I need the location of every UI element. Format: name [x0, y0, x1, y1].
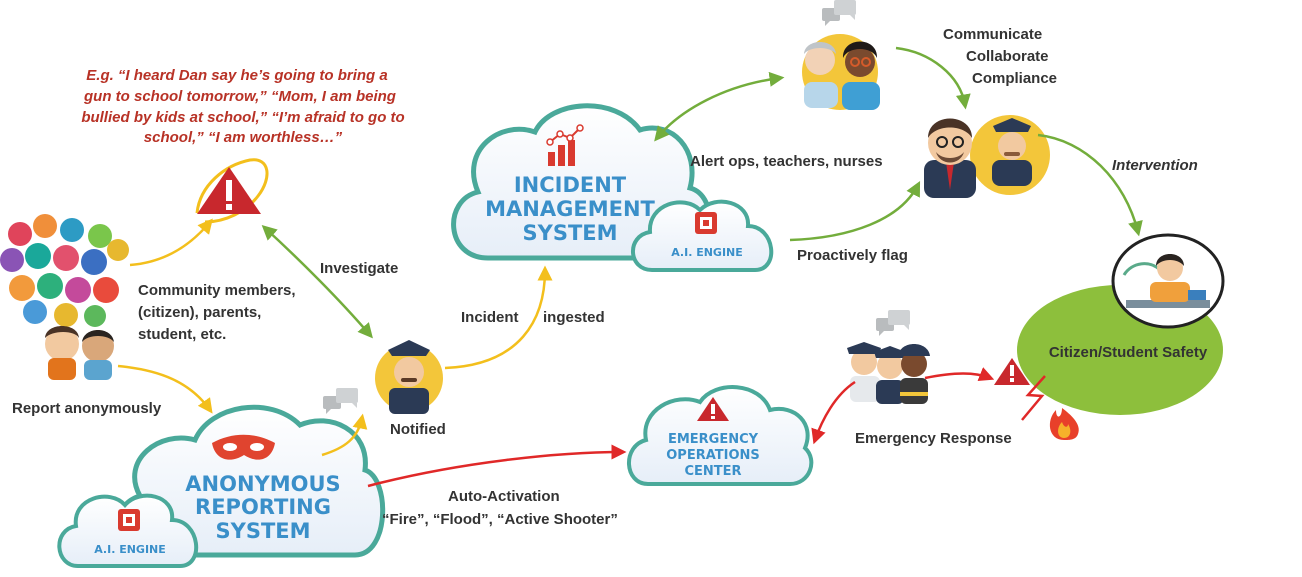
arrow-report-anonymously: [117, 364, 213, 414]
eoc-title-line-2: OPERATIONS: [666, 448, 760, 463]
arrow-ars-to-notified: [321, 413, 368, 457]
ims-ai-engine-label: A.I. ENGINE: [671, 246, 743, 259]
arrow-communicate: [895, 46, 971, 110]
ims-title-line-1: INCIDENT: [514, 173, 627, 197]
communicate-label: Communicate: [943, 26, 1042, 43]
arrow-crowd-to-warning: [129, 218, 213, 267]
mask-icon: [212, 434, 275, 460]
emergency-response-label: Emergency Response: [855, 430, 1012, 447]
arrow-alert-ops: [654, 71, 785, 142]
incident-label: Incident: [461, 309, 519, 326]
ai-chip-icon: [695, 212, 717, 234]
arrow-investigate: [261, 224, 373, 339]
quote-line-3: bullied by kids at school,” “I’m afraid …: [81, 109, 404, 126]
citizen-safety-label: Citizen/Student Safety: [1049, 344, 1208, 361]
ars-title-line-1: ANONYMOUS: [185, 472, 340, 496]
notified-label: Notified: [390, 421, 446, 438]
eoc-title-line-1: EMERGENCY: [668, 432, 759, 447]
anonymous-reporting-system-cloud: ANONYMOUS REPORTING SYSTEM A.I. ENGINE: [57, 404, 386, 568]
warning-triangle-icon: [994, 358, 1030, 385]
arrow-incident-ingested: [444, 265, 553, 370]
chat-bubbles-icon: [876, 310, 910, 336]
bar-chart-icon: [546, 124, 584, 166]
community-label-line-1: Community members,: [138, 282, 296, 299]
student-avatar: [1111, 233, 1225, 329]
citizen-safety-circle: Citizen/Student Safety: [1017, 233, 1225, 415]
warning-triangle-icon: [697, 397, 729, 421]
alert-ops-label: Alert ops, teachers, nurses: [690, 153, 883, 170]
report-anonymously-label: Report anonymously: [12, 400, 162, 417]
intervention-label: Intervention: [1112, 157, 1198, 174]
auto-activation-examples-label: “Fire”, “Flood”, “Active Shooter”: [382, 511, 618, 528]
incident-management-system-cloud: INCIDENT MANAGEMENT SYSTEM A.I. ENGINE: [451, 103, 774, 272]
ars-ai-engine-label: A.I. ENGINE: [94, 543, 166, 556]
police-officer-avatar: [375, 340, 443, 414]
teachers-nurses-avatar: [802, 0, 880, 110]
arrow-responders-to-warning: [924, 367, 995, 382]
ims-title-line-2: MANAGEMENT: [485, 197, 655, 221]
quote-line-1: E.g. “I heard Dan say he’s going to brin…: [86, 67, 387, 84]
community-label-line-3: student, etc.: [138, 326, 226, 343]
proactively-flag-label: Proactively flag: [797, 247, 908, 264]
ai-chip-icon: [118, 509, 140, 531]
ars-title-line-3: SYSTEM: [215, 519, 310, 543]
auto-activation-label: Auto-Activation: [448, 488, 560, 505]
community-crowd-illustration: [0, 214, 129, 380]
warning-triangle-icon: [195, 158, 269, 224]
community-label-line-2: (citizen), parents,: [138, 304, 261, 321]
arrow-auto-activation: [367, 444, 627, 488]
arrow-intervention: [1037, 133, 1143, 237]
principal-officer-avatar: [924, 115, 1050, 198]
compliance-label: Compliance: [972, 70, 1057, 87]
ars-title-line-2: REPORTING: [195, 495, 331, 519]
lightning-icon: [1021, 375, 1046, 421]
fire-icon: [1049, 408, 1079, 440]
ingested-label: ingested: [543, 309, 605, 326]
eoc-title-line-3: CENTER: [684, 464, 741, 479]
ims-title-line-3: SYSTEM: [522, 221, 617, 245]
quote-line-2: gun to school tomorrow,” “Mom, I am bein…: [83, 88, 396, 105]
arrow-proactively-flag: [789, 181, 921, 242]
example-quote: E.g. “I heard Dan say he’s going to brin…: [81, 67, 404, 146]
chat-bubbles-icon: [822, 0, 856, 26]
chat-bubbles-icon: [323, 388, 358, 414]
arrow-emergency-response: [811, 380, 856, 445]
emergency-operations-center-cloud: EMERGENCY OPERATIONS CENTER: [627, 385, 814, 486]
emergency-responders-avatar: [847, 310, 930, 404]
investigate-label: Investigate: [320, 260, 398, 277]
collaborate-label: Collaborate: [966, 48, 1049, 65]
quote-line-4: school,” “I am worthless…”: [144, 129, 343, 146]
